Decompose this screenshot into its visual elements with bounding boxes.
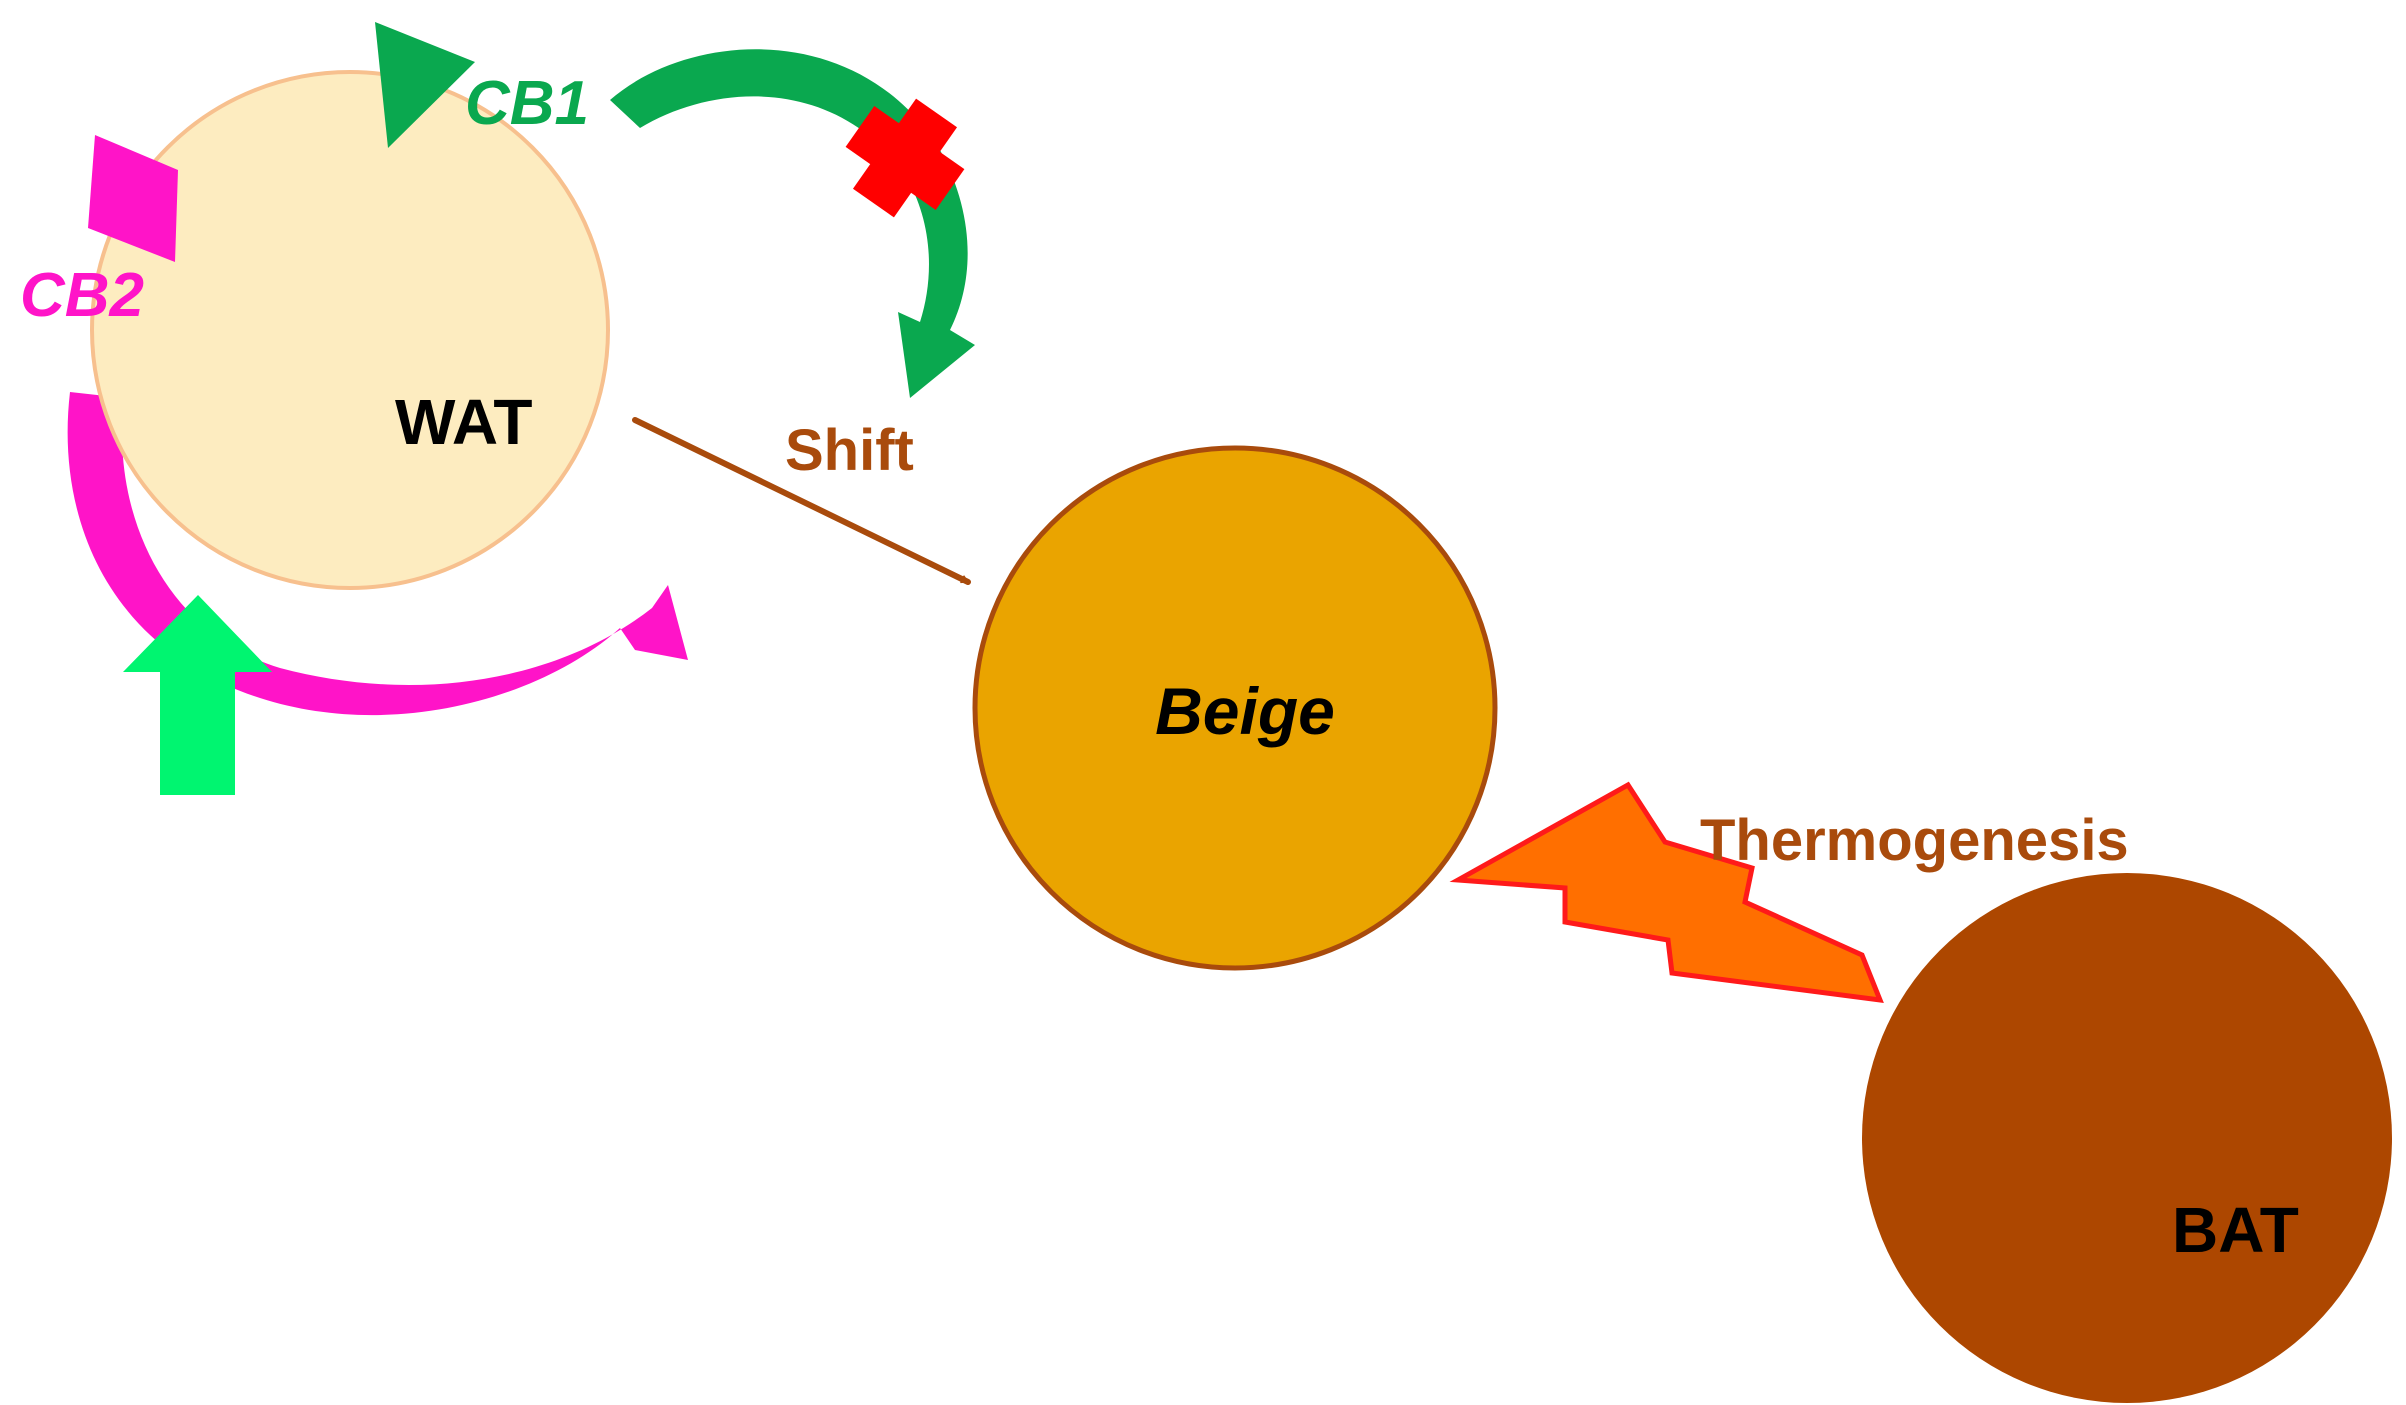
beige-label: Beige bbox=[1155, 674, 1335, 748]
red-cross-icon bbox=[845, 98, 965, 218]
shift-label: Shift bbox=[785, 418, 914, 483]
wat-node bbox=[90, 70, 610, 590]
cb1-label: CB1 bbox=[465, 69, 589, 138]
bat-label: BAT bbox=[2172, 1194, 2299, 1266]
beige-node bbox=[972, 445, 1498, 971]
shift-arrow bbox=[632, 417, 971, 585]
bat-node bbox=[1862, 873, 2392, 1403]
cb1-receptor-icon bbox=[375, 22, 475, 148]
wat-label: WAT bbox=[395, 386, 532, 458]
thermogenesis-label: Thermogenesis bbox=[1700, 808, 2129, 873]
up-arrow-icon bbox=[123, 595, 272, 795]
cb2-label: CB2 bbox=[20, 261, 144, 330]
lightning-bolt-icon bbox=[1449, 781, 1884, 1004]
cb2-receptor-icon bbox=[88, 135, 178, 262]
